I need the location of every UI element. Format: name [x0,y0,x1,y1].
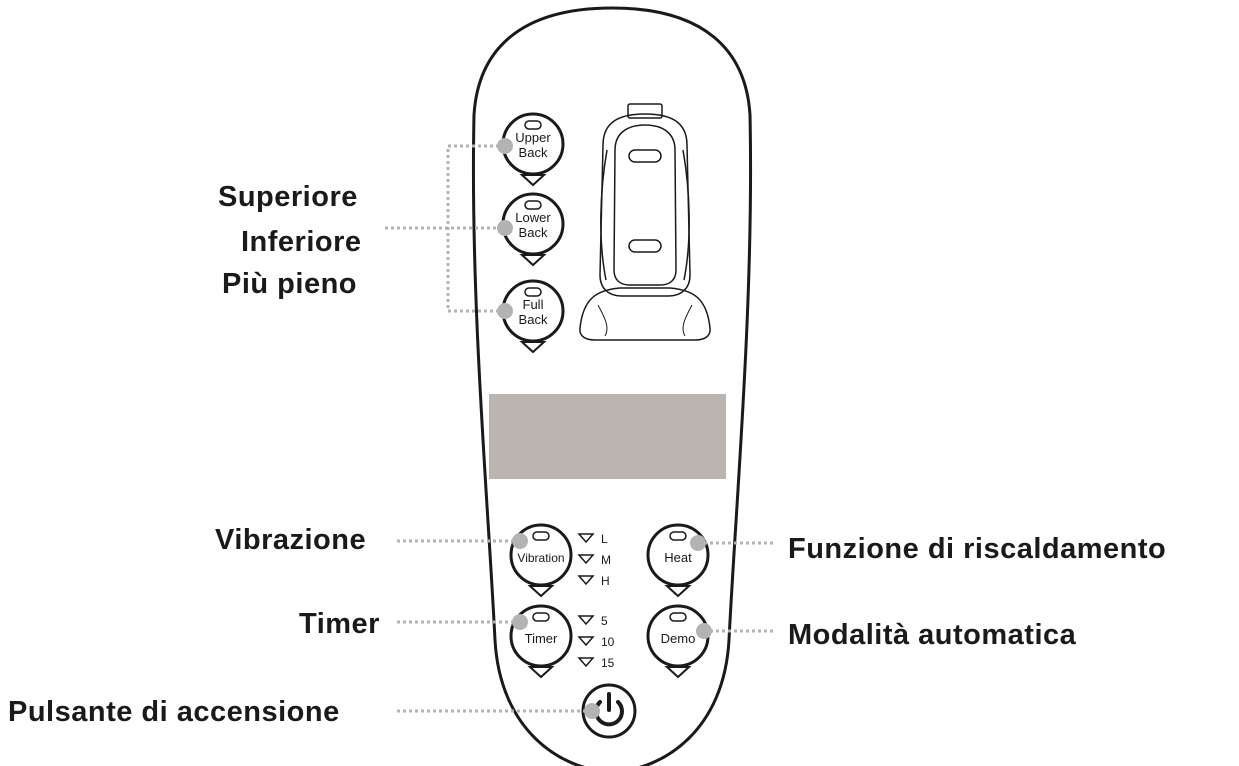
level-label: 15 [601,656,615,670]
level-indicator-icon [577,575,595,586]
triangle-indicator-icon [519,254,547,267]
level-indicator-icon [577,554,595,565]
leader-dot [497,220,513,236]
button-label: Demo [661,631,696,646]
label-automatica: Modalità automatica [788,619,1077,651]
leader-dot [690,535,706,551]
level-label: L [601,532,608,546]
label-riscaldamento: Funzione di riscaldamento [788,533,1167,565]
leader-dot [512,533,528,549]
label-piu-pieno: Più pieno [222,268,357,300]
led-indicator-icon [524,120,542,130]
level-indicator-icon [577,533,595,544]
led-indicator-icon [532,612,550,622]
triangle-indicator-icon [664,585,692,598]
label-timer: Timer [299,608,380,640]
level-label: 5 [601,614,608,628]
triangle-indicator-icon [527,585,555,598]
led-indicator-icon [524,287,542,297]
led-indicator-icon [532,531,550,541]
triangle-indicator-icon [527,666,555,679]
level-label: H [601,574,610,588]
level-indicator-icon [577,636,595,647]
timer-levels: 5 10 15 [577,614,615,670]
button-label: Back [519,145,548,160]
button-label: Timer [525,631,558,646]
leader-dot [696,623,712,639]
level-label: 10 [601,635,615,649]
massage-seat-icon [579,103,711,341]
triangle-indicator-icon [519,174,547,187]
level-indicator-icon [577,657,595,668]
triangle-indicator-icon [519,341,547,354]
led-indicator-icon [524,200,542,210]
led-indicator-icon [669,612,687,622]
leader-dot [497,138,513,154]
vibration-levels: LMH [577,532,611,588]
button-label: Back [519,225,548,240]
button-label: Upper [515,130,551,145]
leader-dot [584,703,600,719]
button-label: Lower [515,210,551,225]
triangle-indicator-icon [664,666,692,679]
leader-dot [497,303,513,319]
label-inferiore: Inferiore [241,226,362,258]
label-accensione: Pulsante di accensione [8,696,340,728]
led-indicator-icon [669,531,687,541]
button-label: Vibration [517,551,564,565]
button-label: Heat [664,550,692,565]
level-label: M [601,553,611,567]
level-indicator-icon [577,615,595,626]
button-label: Full [523,297,544,312]
label-superiore: Superiore [218,181,358,213]
demo-button[interactable]: Demo [646,604,710,679]
button-label: Back [519,312,548,327]
leader-dot [512,614,528,630]
label-vibrazione: Vibrazione [215,524,367,556]
display-panel [489,394,726,479]
